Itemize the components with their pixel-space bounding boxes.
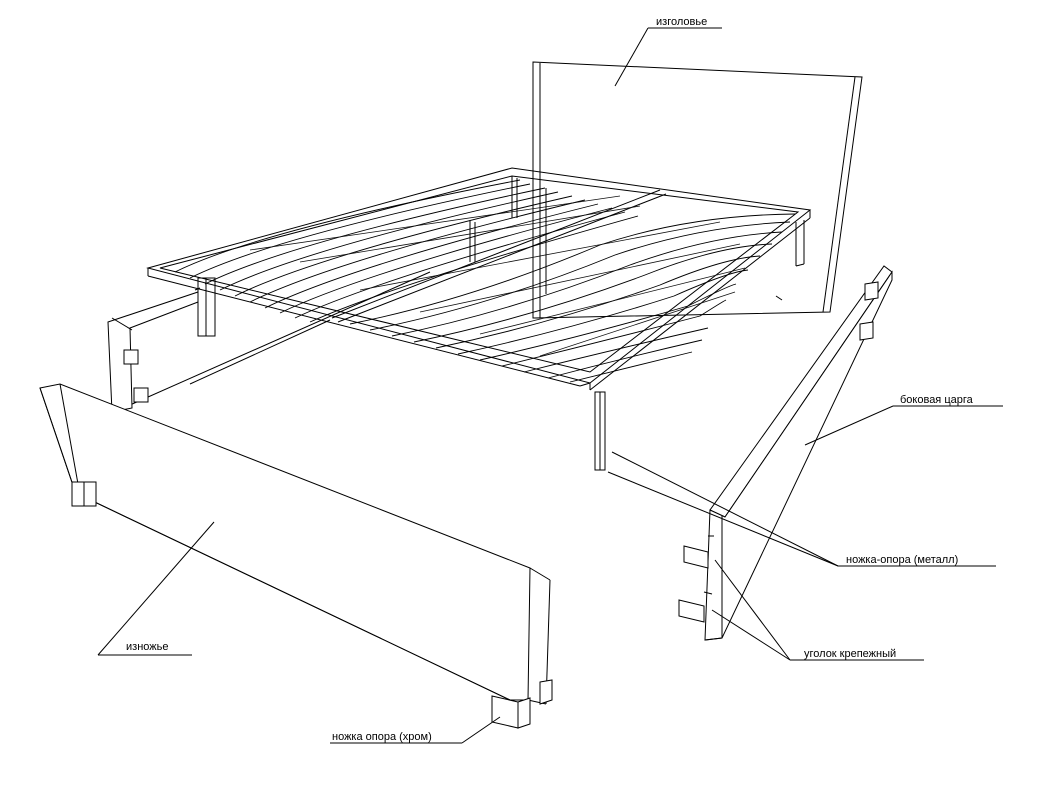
label-footboard: изножье <box>126 641 168 653</box>
footboard <box>39 383 553 729</box>
corner-bracket-icon <box>678 599 705 623</box>
footboard-back-panel <box>107 291 199 413</box>
corner-bracket-icon <box>859 321 874 341</box>
label-leg-chrome: ножка опора (хром) <box>332 731 432 743</box>
chrome-leg-right-icon <box>491 695 519 729</box>
side-rail <box>678 265 893 641</box>
slatted-base <box>129 167 812 471</box>
leader-lines <box>97 27 1003 744</box>
headboard <box>532 61 863 319</box>
label-corner-bracket: уголок крепежный <box>804 648 896 660</box>
label-headboard: изголовье <box>656 16 707 28</box>
corner-bracket-icon <box>133 387 149 403</box>
label-side-rail: боковая царга <box>900 394 974 406</box>
corner-bracket-icon <box>123 349 139 365</box>
corner-bracket-icon <box>864 281 879 301</box>
label-leg-metal: ножка-опора (металл) <box>846 554 958 566</box>
corner-bracket-icon <box>683 545 709 569</box>
